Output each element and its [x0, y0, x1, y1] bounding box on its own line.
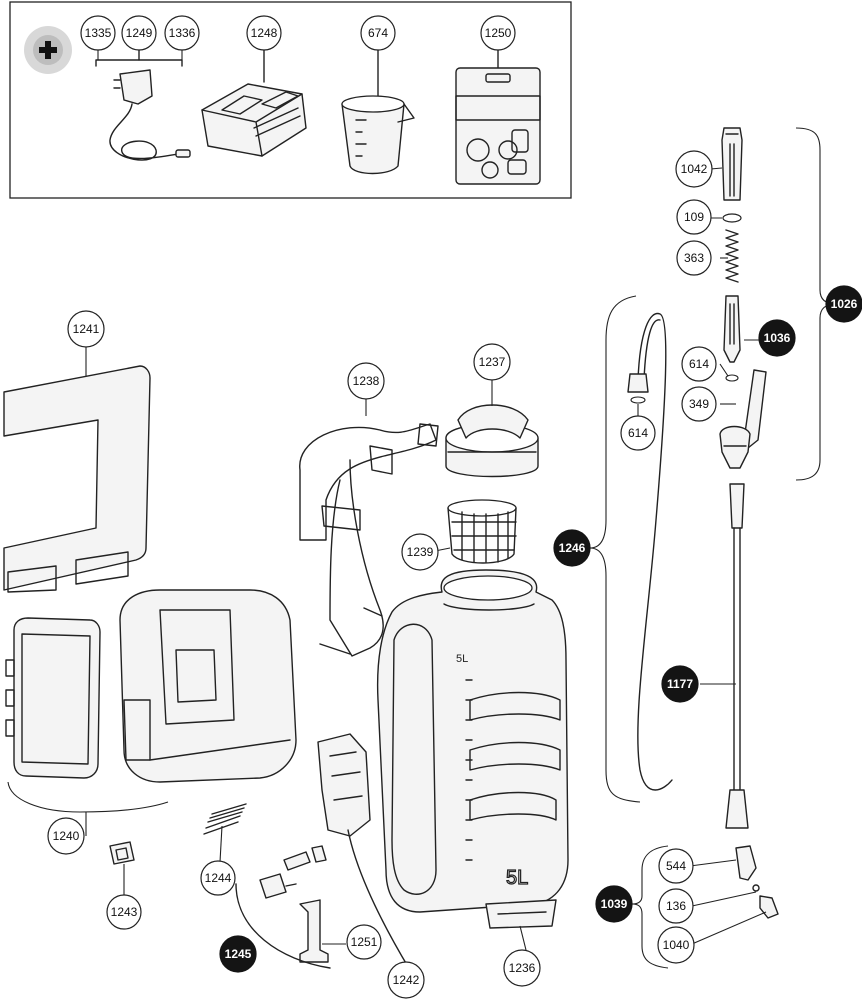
svg-text:1026: 1026	[831, 297, 858, 311]
harness-part	[299, 423, 439, 657]
callout-1246: 1246	[553, 529, 591, 567]
callout-136: 136	[658, 888, 694, 924]
svg-text:109: 109	[684, 210, 704, 224]
tank-mark-bottom: 5L	[506, 867, 528, 889]
callout-1240: 1240	[47, 817, 85, 855]
callout-674: 674	[360, 15, 396, 51]
svg-text:614: 614	[689, 357, 709, 371]
svg-text:1239: 1239	[407, 545, 434, 559]
svg-text:1335: 1335	[85, 26, 112, 40]
svg-text:1242: 1242	[393, 973, 420, 987]
callout-1245: 1245	[219, 935, 257, 973]
callout-1250: 1250	[480, 15, 516, 51]
svg-text:614: 614	[628, 426, 648, 440]
svg-text:1244: 1244	[205, 871, 232, 885]
pump-part	[317, 733, 411, 971]
callout-1241: 1241	[67, 310, 105, 348]
switch-part	[109, 841, 135, 865]
accessory-box	[9, 1, 572, 199]
callout-1336: 1336	[164, 15, 200, 51]
svg-text:1243: 1243	[111, 905, 138, 919]
callout-1239: 1239	[401, 533, 439, 571]
svg-text:1245: 1245	[225, 947, 252, 961]
callout-1177: 1177	[661, 665, 699, 703]
tank-mark-top: 5L	[456, 653, 468, 665]
svg-text:1336: 1336	[169, 26, 196, 40]
svg-text:363: 363	[684, 251, 704, 265]
callout-1237: 1237	[473, 343, 511, 381]
svg-text:1250: 1250	[485, 26, 512, 40]
lance-tube-part	[725, 483, 749, 829]
svg-text:1236: 1236	[509, 961, 536, 975]
hose-part	[627, 312, 673, 791]
svg-text:1246: 1246	[559, 541, 586, 555]
svg-text:136: 136	[666, 899, 686, 913]
svg-text:1042: 1042	[681, 162, 708, 176]
callout-1335: 1335	[80, 15, 116, 51]
svg-text:1240: 1240	[53, 829, 80, 843]
callout-1238: 1238	[347, 362, 385, 400]
callout-1039: 1039	[595, 885, 633, 923]
callout-1244: 1244	[200, 860, 236, 896]
callout-614-hose: 614	[620, 415, 656, 451]
callout-1236: 1236	[503, 949, 541, 987]
svg-text:1238: 1238	[353, 374, 380, 388]
plus-icon	[24, 26, 72, 74]
connector-part	[235, 845, 331, 969]
callout-1040: 1040	[657, 926, 695, 964]
battery-housing-part	[119, 589, 297, 783]
callout-544: 544	[658, 848, 694, 884]
callout-109: 109	[676, 199, 712, 235]
svg-text:1249: 1249	[126, 26, 153, 40]
measuring-cup-part	[341, 43, 415, 175]
callout-1251: 1251	[346, 924, 382, 960]
callout-1248: 1248	[246, 15, 282, 51]
svg-text:1251: 1251	[351, 935, 378, 949]
battery-part	[201, 43, 307, 157]
callout-1243: 1243	[106, 894, 142, 930]
bracket-1246	[589, 295, 641, 803]
svg-text:1177: 1177	[667, 677, 693, 691]
svg-text:674: 674	[368, 26, 388, 40]
svg-text:349: 349	[689, 397, 709, 411]
spare-kit-part	[455, 43, 541, 185]
callout-1026: 1026	[825, 285, 862, 323]
callout-363: 363	[676, 240, 712, 276]
callout-1042: 1042	[675, 150, 713, 188]
door-bracket	[7, 781, 169, 813]
back-frame-part	[3, 365, 151, 593]
callout-349: 349	[681, 386, 717, 422]
charger-part	[95, 43, 191, 161]
nozzle-part	[735, 845, 779, 919]
svg-text:1039: 1039	[601, 897, 628, 911]
tank-part	[376, 569, 569, 929]
svg-text:1248: 1248	[251, 26, 278, 40]
svg-text:1237: 1237	[479, 355, 506, 369]
strainer-part	[447, 499, 517, 564]
svg-text:1241: 1241	[73, 322, 100, 336]
svg-text:544: 544	[666, 859, 686, 873]
svg-text:1036: 1036	[764, 331, 791, 345]
lance-handle-part	[719, 127, 767, 469]
callout-614-top: 614	[681, 346, 717, 382]
callout-1249: 1249	[121, 15, 157, 51]
battery-door-part	[5, 617, 101, 779]
callout-1036: 1036	[758, 319, 796, 357]
lid-part	[445, 404, 539, 478]
pcb-part	[203, 803, 247, 835]
svg-text:1040: 1040	[663, 938, 690, 952]
callout-1242: 1242	[387, 961, 425, 999]
